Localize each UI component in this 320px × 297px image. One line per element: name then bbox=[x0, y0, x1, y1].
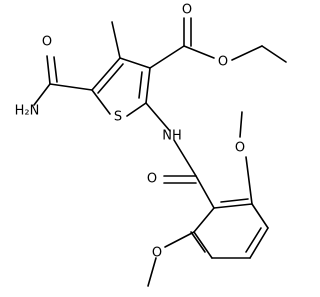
molecule-diagram: O H₂N S O O NH O O O bbox=[15, 3, 287, 287]
ester-o-label: O bbox=[218, 55, 228, 70]
benzamide-o-label: O bbox=[147, 172, 157, 187]
methoxy-bottom-o-label: O bbox=[152, 246, 162, 261]
ester-carbonyl-o-label: O bbox=[182, 3, 192, 18]
bond-lines bbox=[33, 17, 287, 287]
amide-nh-label: NH bbox=[162, 129, 182, 144]
methoxy-top-o-label: O bbox=[235, 141, 245, 156]
amide-nh2-label: H₂N bbox=[15, 104, 40, 119]
carbonyl-o-amide-label: O bbox=[42, 35, 52, 50]
atom-labels: O H₂N S O O NH O O O bbox=[15, 3, 245, 261]
ring-sulfur-label: S bbox=[114, 110, 122, 125]
